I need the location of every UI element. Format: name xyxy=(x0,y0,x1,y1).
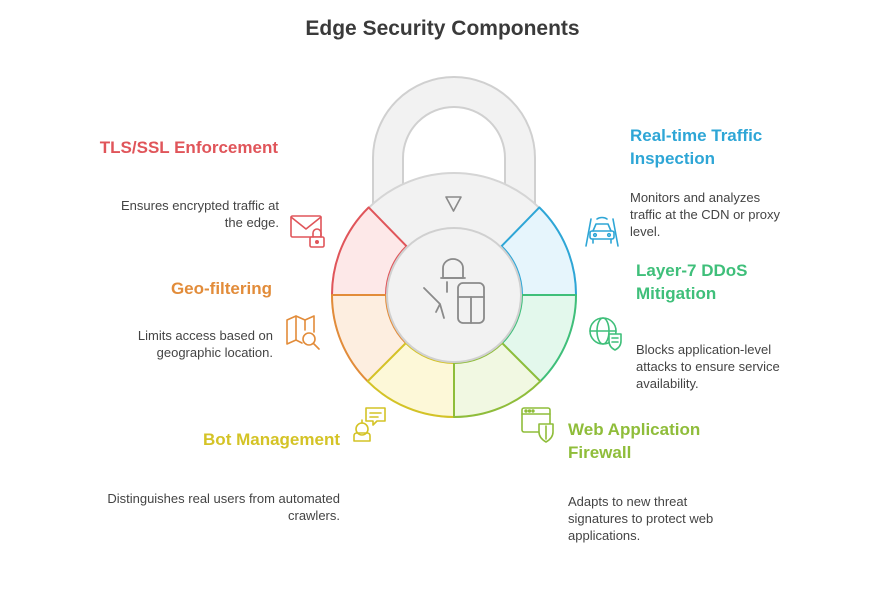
shield-globe-icon xyxy=(589,317,622,351)
page-title: Edge Security Components xyxy=(305,17,580,40)
bot-management-heading: Bot Management xyxy=(203,430,340,449)
mail-lock-icon xyxy=(290,215,325,248)
ddos-mitigation-description: Blocks application-level attacks to ensu… xyxy=(636,342,780,391)
padlock-center xyxy=(386,227,522,363)
map-search-icon xyxy=(286,315,320,350)
realtime-inspection-heading: Real-time Traffic Inspection xyxy=(630,126,763,168)
bot-chat-icon xyxy=(353,407,386,442)
security-guard-icon xyxy=(423,258,485,324)
traffic-car-radar-icon xyxy=(585,216,619,247)
bot-management-description: Distinguishes real users from automated … xyxy=(107,491,340,523)
tls-ssl-description: Ensures encrypted traffic at the edge. xyxy=(120,198,279,230)
padlock-shackle xyxy=(372,76,536,210)
waf-description: Adapts to new threat signatures to prote… xyxy=(568,494,714,543)
geo-filtering-description: Limits access based on geographic locati… xyxy=(137,328,273,360)
geo-filtering-heading: Geo-filtering xyxy=(170,279,272,298)
ddos-mitigation-heading: Layer-7 DDoS Mitigation xyxy=(636,261,748,303)
realtime-inspection-description: Monitors and analyzes traffic at the CDN… xyxy=(630,190,781,239)
keyhole-triangle-icon xyxy=(445,196,462,212)
browser-shield-icon xyxy=(521,407,554,443)
tls-ssl-heading: TLS/SSL Enforcement xyxy=(99,138,278,157)
waf-heading: Web Application Firewall xyxy=(568,420,701,462)
